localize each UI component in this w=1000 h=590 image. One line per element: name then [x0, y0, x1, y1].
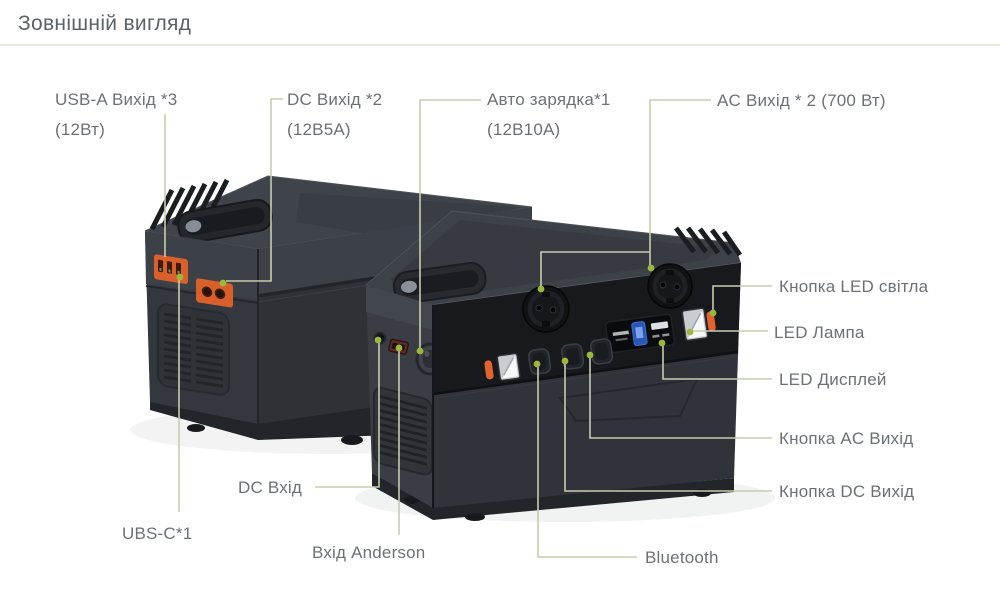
anchor-dots [176, 264, 717, 368]
callout-dc-input: DC Вхід [238, 478, 303, 497]
callout-dc-output-line2: (12В5А) [287, 120, 351, 139]
power-readout [650, 321, 669, 330]
leader-lines [164, 98, 772, 558]
title-underline [0, 44, 1000, 46]
led-display [604, 313, 675, 354]
ac-outlet-left [522, 285, 570, 333]
page-title: Зовнішній вигляд [18, 12, 192, 35]
leader-dc-button [564, 364, 772, 492]
callout-usb-a-output: USB-A Вихід *3 (12Вт) [55, 85, 177, 145]
ac-outlet-right [647, 263, 693, 309]
callout-usb-a-line1: USB-A Вихід *3 [55, 90, 178, 109]
leader-led-button [712, 285, 772, 310]
callout-led-light-button: Кнопка LED світла [779, 277, 929, 296]
usb-c-slot-front [484, 360, 494, 380]
callout-dc-button: Кнопка DC Вихід [779, 482, 915, 501]
callout-car-charger-line2: (12В10А) [487, 120, 561, 139]
callout-dc-output-line1: DC Вихід *2 [287, 90, 383, 109]
callout-ac-output: AC Вихід * 2 (700 Вт) [717, 91, 886, 110]
led-light-button [706, 311, 716, 332]
callout-car-charger: Авто зарядка*1 (12В10А) [487, 85, 611, 145]
callout-car-charger-line1: Авто зарядка*1 [487, 90, 611, 109]
button-bluetooth-power [528, 348, 552, 375]
brand-logo-mark [612, 330, 629, 337]
vent-grille-side [157, 303, 230, 396]
callout-dc-output: DC Вихід *2 (12В5А) [287, 85, 382, 145]
leader-dc-out [226, 98, 283, 282]
led-lamp-right [681, 307, 709, 342]
button-ac-output [590, 338, 614, 365]
callout-usb-c: UBS-C*1 [122, 524, 193, 543]
callout-led-display: LED Дисплей [779, 370, 887, 389]
callout-anderson-input: Вхід Anderson [312, 543, 426, 562]
leader-bluetooth [537, 367, 637, 558]
leader-dc-in [315, 343, 380, 488]
vent-grille-side [373, 386, 433, 476]
vent-slats-top [674, 226, 743, 257]
callout-led-lamp: LED Лампа [774, 323, 865, 342]
carry-handle [392, 262, 487, 304]
leader-car-charger [419, 99, 481, 350]
leader-ac-out [540, 99, 711, 286]
leader-led-display [662, 346, 772, 380]
led-lamp-left [496, 352, 521, 382]
power-station-front-view [365, 210, 743, 521]
leader-ac-button [589, 358, 772, 439]
callout-ac-button: Кнопка AC Вихід [779, 429, 914, 448]
callout-bluetooth: Bluetooth [645, 548, 719, 567]
power-station-rear-view [144, 175, 533, 445]
callout-usb-a-line2: (12Вт) [55, 120, 105, 139]
